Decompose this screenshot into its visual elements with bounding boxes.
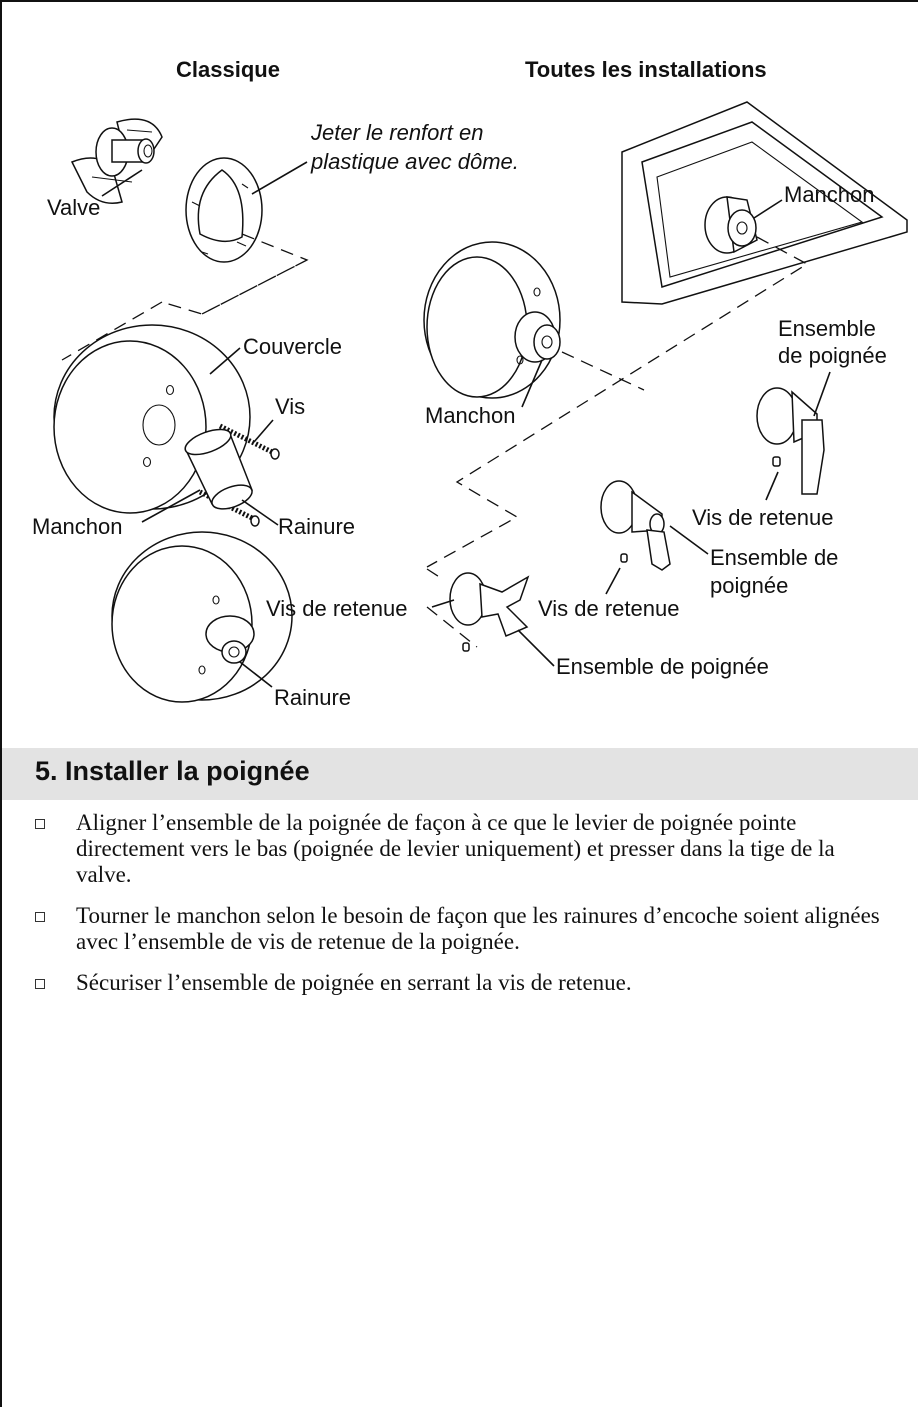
checkbox-icon[interactable] <box>35 912 45 922</box>
step-item: Sécuriser l’ensemble de poignée en serra… <box>32 970 892 996</box>
step-item: Tourner le manchon selon le besoin de fa… <box>32 903 892 955</box>
step-text: Aligner l’ensemble de la poignée de faço… <box>76 810 835 887</box>
label-handle-assembly-mid-1: Ensemble de <box>710 545 838 570</box>
lever-handle-top-drawing <box>756 387 825 495</box>
handle-mid-drawing <box>600 480 671 571</box>
header-all-installations: Toutes les installations <box>525 57 767 82</box>
step-item: Aligner l’ensemble de la poignée de faço… <box>32 810 892 888</box>
step-text: Sécuriser l’ensemble de poignée en serra… <box>76 970 632 995</box>
label-cover: Couvercle <box>243 334 342 359</box>
cover-assembled-drawing <box>111 531 293 703</box>
checkbox-icon[interactable] <box>35 819 45 829</box>
note-line-2: plastique avec dôme. <box>310 149 519 174</box>
label-groove-top: Rainure <box>278 514 355 539</box>
label-sleeve-left: Manchon <box>32 514 123 539</box>
sleeve-drawing <box>184 428 253 510</box>
installation-diagram: Classique Toutes les installations Jeter… <box>32 57 908 710</box>
checkbox-icon[interactable] <box>35 979 45 989</box>
square-trim-plate-drawing <box>621 101 908 305</box>
label-sleeve-mid: Manchon <box>425 403 516 428</box>
section-title: 5. Installer la poignée <box>35 756 310 786</box>
round-cover-right-drawing <box>423 241 561 399</box>
header-classic: Classique <box>176 57 280 82</box>
note-line-1: Jeter le renfort en <box>310 120 483 145</box>
label-groove-bottom: Rainure <box>274 685 351 710</box>
label-handle-assembly-top-1: Ensemble <box>778 316 876 341</box>
label-retaining-screw-left: Vis de retenue <box>266 596 407 621</box>
label-handle-assembly-top-2: de poignée <box>778 343 887 368</box>
label-handle-assembly-bottom: Ensemble de poignée <box>556 654 769 679</box>
step-text: Tourner le manchon selon le besoin de fa… <box>76 903 880 954</box>
steps-list: Aligner l’ensemble de la poignée de faço… <box>32 810 892 1011</box>
label-handle-assembly-mid-2: poignée <box>710 573 788 598</box>
plastic-dome-drawing <box>185 157 263 263</box>
label-screw: Vis <box>275 394 305 419</box>
section-header: 5. Installer la poignée <box>2 748 918 800</box>
cross-handle-drawing <box>449 572 530 652</box>
label-valve: Valve <box>47 195 100 220</box>
valve-drawing <box>70 118 163 204</box>
label-retaining-screw-right: Vis de retenue <box>692 505 833 530</box>
label-sleeve-top-right: Manchon <box>784 182 875 207</box>
label-retaining-screw-mid: Vis de retenue <box>538 596 679 621</box>
